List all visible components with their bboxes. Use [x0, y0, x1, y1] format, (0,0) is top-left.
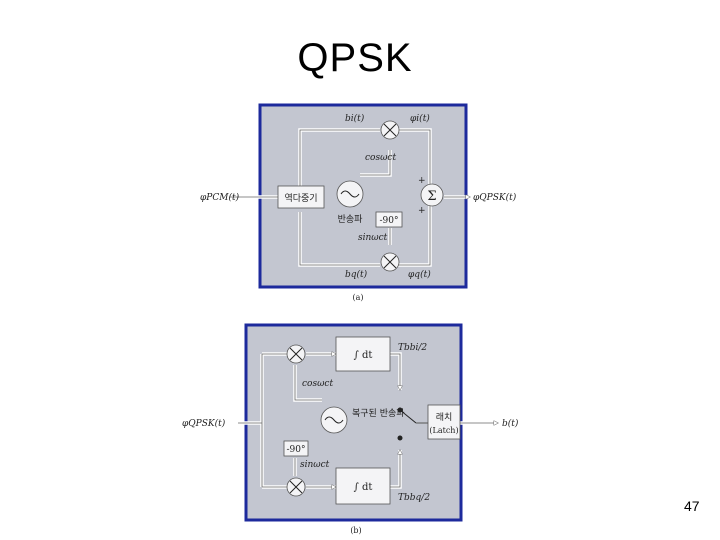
diagram-a: 역다중기 반송파 -90° Σ + + bi(t) φi(t) cosωct s…: [200, 103, 517, 302]
multiply-icon: [289, 347, 303, 361]
sin-label-b: sinωct: [300, 460, 330, 470]
caption-b: (b): [350, 526, 361, 535]
multiply-icon: [289, 480, 303, 494]
input-label-b: φQPSK(t): [182, 418, 226, 429]
integrator-bottom: [335, 467, 391, 505]
plus-top: +: [418, 176, 426, 186]
bq-label: bq(t): [345, 269, 368, 280]
output-label-a: φQPSK(t): [473, 192, 517, 203]
tb-bq-label: Tbbq/2: [398, 493, 430, 503]
cos-label: cosωct: [365, 153, 396, 163]
page-number: 47: [684, 498, 700, 514]
sum-symbol: Σ: [427, 189, 436, 204]
latch-en-label: (Latch): [429, 426, 458, 435]
phase-shift-label: -90°: [380, 216, 399, 226]
demux-label: 역다중기: [284, 193, 317, 204]
phase-shift-block-b: [283, 440, 309, 457]
bi-label: bi(t): [345, 113, 365, 124]
sine-wave-icon: [340, 190, 360, 198]
recovered-carrier-label: 복구된 반송파: [352, 407, 405, 419]
summer: [420, 183, 444, 207]
caption-a: (a): [352, 293, 363, 302]
integrator-top: [335, 336, 391, 372]
phi-i-label: φi(t): [410, 113, 430, 124]
demux-block: [277, 185, 325, 209]
carrier-label: 반송파: [338, 214, 364, 225]
cos-label-b: cosωct: [302, 379, 333, 389]
plus-bottom: +: [418, 206, 426, 216]
input-label-a: φPCM(t): [200, 192, 240, 203]
slide-title: QPSK: [297, 36, 413, 80]
phi-q-label: φq(t): [408, 269, 431, 280]
latch-block: [427, 404, 461, 440]
integrator-bottom-label: ∫ dt: [354, 482, 373, 493]
output-label-b: b(t): [502, 418, 519, 429]
latch-label: 래치: [436, 411, 453, 423]
phase-shift-block: [375, 211, 403, 228]
integrator-top-label: ∫ dt: [354, 350, 373, 361]
diagram-b: ∫ dt ∫ dt 복구된 반송파 -90° 래치 (Latch) Tbbi/2…: [182, 323, 519, 535]
switch-contact-bottom: [397, 435, 403, 441]
sine-wave-icon: [324, 416, 344, 424]
tb-bi-label: Tbbi/2: [398, 343, 427, 353]
sin-label: sinωct: [358, 233, 388, 243]
switch-arm: [399, 409, 417, 424]
multiply-icon: [383, 255, 397, 269]
multiply-icon: [383, 123, 397, 137]
phase-shift-label-b: -90°: [287, 445, 306, 455]
